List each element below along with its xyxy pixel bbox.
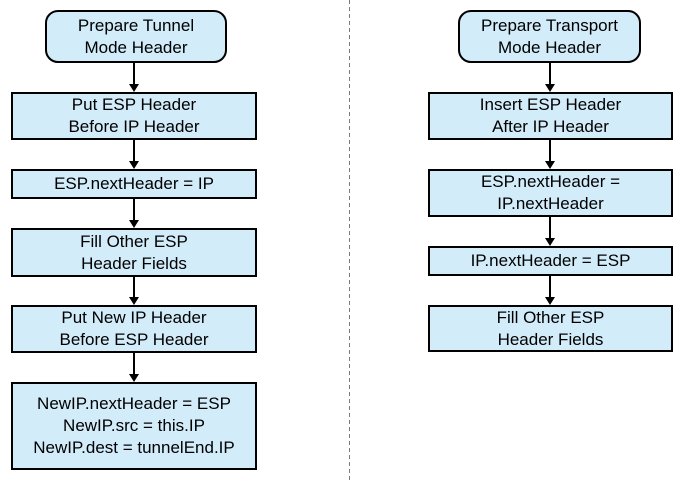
node-line: Insert ESP Header [479,95,622,114]
flow-arrow-down-icon [545,276,555,305]
node-prepare-tunnel-mode-header: Prepare Tunnel Mode Header [45,10,227,63]
node-line: Fill Other ESP [496,307,605,327]
node-esp-nextheader-equals-ip-nextheader: ESP.nextHeader = IP.nextHeader [428,169,673,217]
node-line: NewIP.dest = tunnelEnd.IP [33,438,235,457]
mode-separator-dashed-line [349,0,350,482]
node-put-new-ip-header-before-esp-header: Put New IP Header Before ESP Header [11,305,257,353]
node-line: Mode Header [497,37,601,57]
node-line: After IP Header [492,117,609,136]
node-prepare-transport-mode-header: Prepare Transport Mode Header [458,10,641,63]
node-line: Header Fields [81,253,187,273]
flow-arrow-down-icon [545,63,555,92]
node-ip-nextheader-equals-esp: IP.nextHeader = ESP [428,246,673,276]
flow-arrow-down-icon [129,277,139,305]
flow-arrow-down-icon [129,353,139,382]
node-line: Put ESP Header [71,95,197,114]
node-line: Put New IP Header [61,308,207,327]
flow-arrow-down-icon [129,199,139,228]
node-newip-field-assignments: NewIP.nextHeader = ESP NewIP.src = this.… [11,382,257,470]
node-line: IP.nextHeader = ESP [470,251,631,270]
node-line: Before IP Header [68,117,200,136]
node-line: Fill Other ESP [80,231,188,251]
node-line: ESP.nextHeader = [480,172,621,191]
node-esp-nextheader-equals-ip: ESP.nextHeader = IP [11,169,257,199]
node-fill-other-esp-header-fields-tunnel: Fill Other ESP Header Fields [11,228,257,277]
node-line: NewIP.src = this.IP [63,416,205,435]
node-line: Prepare Transport [480,15,618,35]
node-fill-other-esp-header-fields-transport: Fill Other ESP Header Fields [428,305,673,352]
node-line: IP.nextHeader [497,194,604,213]
node-line: Prepare Tunnel [77,15,195,35]
node-line: Mode Header [84,37,188,57]
node-put-esp-header-before-ip-header: Put ESP Header Before IP Header [11,92,257,140]
node-line: Before ESP Header [59,330,209,349]
node-line: ESP.nextHeader = IP [54,174,214,193]
flow-arrow-down-icon [545,217,555,246]
flow-arrow-down-icon [129,140,139,169]
node-line: NewIP.nextHeader = ESP [37,394,231,413]
node-line: Header Fields [497,329,604,349]
flow-arrow-down-icon [545,140,555,169]
flow-arrow-down-icon [129,63,139,92]
node-insert-esp-header-after-ip-header: Insert ESP Header After IP Header [428,92,673,140]
